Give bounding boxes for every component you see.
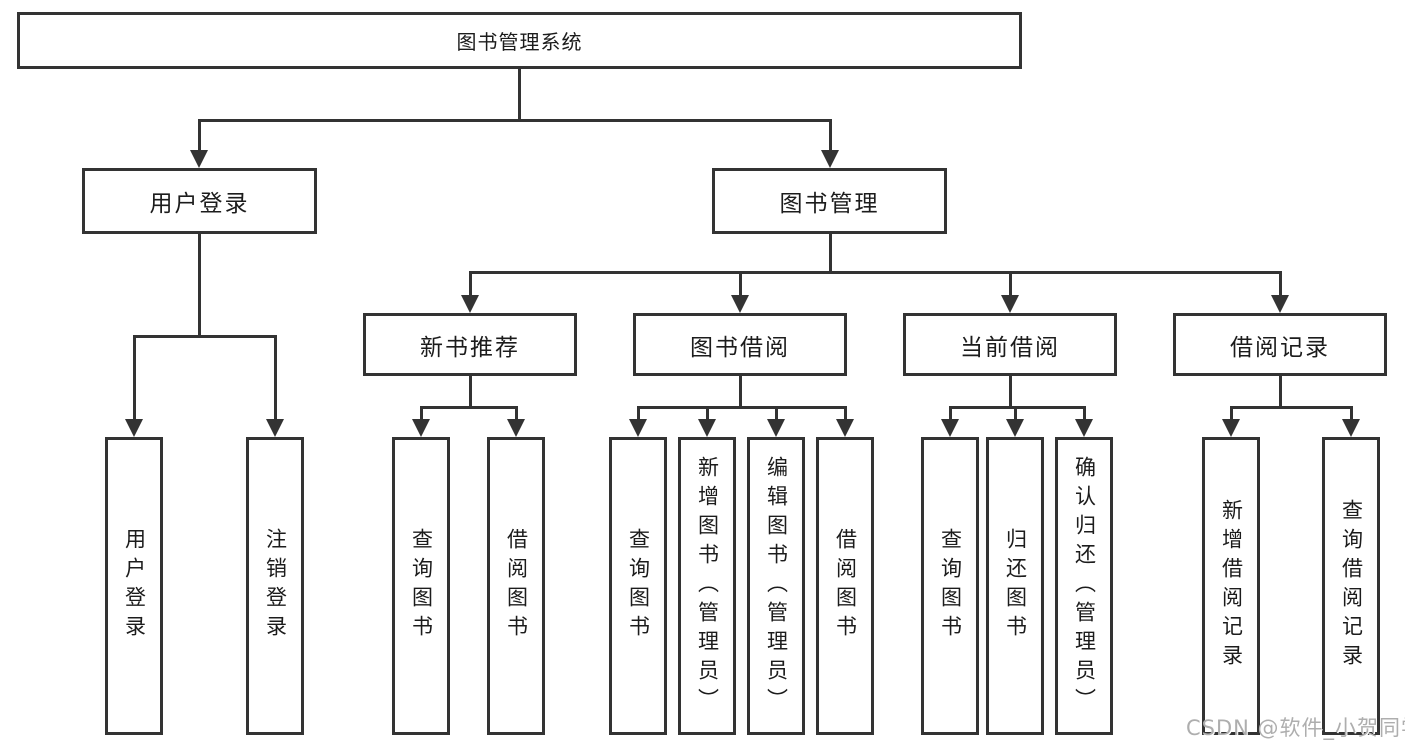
arrow-down-icon — [629, 419, 647, 437]
arrow-down-icon — [1006, 419, 1024, 437]
connector-drop-leaf — [949, 406, 952, 422]
arrow-down-icon — [731, 295, 749, 313]
connector-borrow-records-branch — [1230, 406, 1353, 409]
connector-drop-leaf — [706, 406, 709, 422]
leaf-current-query-books: 查询图书 — [921, 437, 979, 735]
leaf-recommend-borrow-books-label: 借阅图书 — [504, 528, 529, 644]
node-user-login-label: 用户登录 — [149, 191, 250, 217]
leaf-user-login: 用户登录 — [105, 437, 163, 735]
arrow-down-icon — [1075, 419, 1093, 437]
node-current-borrow: 当前借阅 — [903, 313, 1117, 376]
node-book-borrow-label: 图书借阅 — [690, 334, 790, 361]
connector-drop-row3 — [469, 271, 472, 298]
connector-user-login-branch — [133, 335, 277, 338]
connector-root-stem — [518, 69, 521, 121]
arrow-down-icon — [125, 419, 143, 437]
connector-drop-leaf — [775, 406, 778, 422]
arrow-down-icon — [941, 419, 959, 437]
connector-drop-leaf — [637, 406, 640, 422]
connector-drop-leaf — [515, 406, 518, 422]
node-book-management-label: 图书管理 — [779, 191, 880, 217]
node-user-login: 用户登录 — [82, 168, 317, 234]
leaf-borrow-query-books-label: 查询图书 — [626, 528, 651, 644]
leaf-logout: 注销登录 — [246, 437, 304, 735]
connector-drop-leaf — [274, 335, 277, 421]
connector-borrow-records-stem — [1279, 376, 1282, 409]
node-book-management: 图书管理 — [712, 168, 947, 234]
leaf-confirm-return-admin-label: 确认归还（管理员） — [1072, 455, 1097, 717]
leaf-recommend-borrow-books: 借阅图书 — [487, 437, 545, 735]
leaf-edit-books-admin: 编辑图书（管理员） — [747, 437, 805, 735]
arrow-down-icon — [698, 419, 716, 437]
connector-book-borrow-branch — [637, 406, 847, 409]
node-root: 图书管理系统 — [17, 12, 1022, 69]
connector-book-management-branch — [469, 271, 1282, 274]
leaf-borrow-query-books: 查询图书 — [609, 437, 667, 735]
connector-drop-book-management — [829, 119, 832, 153]
connector-drop-user-login — [198, 119, 201, 153]
arrow-down-icon — [1342, 419, 1360, 437]
connector-root-branch — [198, 119, 832, 122]
connector-drop-leaf — [1014, 406, 1017, 422]
connector-recommend-branch — [420, 406, 518, 409]
connector-drop-leaf — [1083, 406, 1086, 422]
leaf-confirm-return-admin: 确认归还（管理员） — [1055, 437, 1113, 735]
csdn-watermark: CSDN @软件_小贺同学 — [1186, 716, 1405, 740]
node-current-borrow-label: 当前借阅 — [960, 334, 1060, 361]
arrow-down-icon — [190, 150, 208, 168]
arrow-down-icon — [821, 150, 839, 168]
leaf-return-books: 归还图书 — [986, 437, 1044, 735]
leaf-borrow-books-label: 借阅图书 — [833, 528, 858, 644]
connector-drop-leaf — [1350, 406, 1353, 422]
connector-book-borrow-stem — [739, 376, 742, 409]
node-new-book-recommend-label: 新书推荐 — [420, 334, 520, 361]
connector-user-login-stem — [198, 234, 201, 338]
arrow-down-icon — [461, 295, 479, 313]
leaf-add-books-admin-label: 新增图书（管理员） — [695, 455, 720, 717]
connector-drop-row3 — [1009, 271, 1012, 298]
connector-drop-row3 — [739, 271, 742, 298]
connector-recommend-stem — [469, 376, 472, 409]
connector-drop-leaf — [133, 335, 136, 421]
leaf-return-books-label: 归还图书 — [1003, 528, 1028, 644]
connector-drop-leaf — [844, 406, 847, 422]
leaf-query-borrow-record-label: 查询借阅记录 — [1339, 499, 1364, 673]
leaf-current-query-books-label: 查询图书 — [938, 528, 963, 644]
arrow-down-icon — [507, 419, 525, 437]
arrow-down-icon — [767, 419, 785, 437]
leaf-recommend-query-books-label: 查询图书 — [409, 528, 434, 644]
leaf-add-borrow-record: 新增借阅记录 — [1202, 437, 1260, 735]
arrow-down-icon — [1222, 419, 1240, 437]
connector-current-borrow-stem — [1009, 376, 1012, 409]
leaf-borrow-books: 借阅图书 — [816, 437, 874, 735]
connector-drop-leaf — [420, 406, 423, 422]
connector-book-management-stem — [829, 234, 832, 274]
leaf-add-borrow-record-label: 新增借阅记录 — [1219, 499, 1244, 673]
node-borrow-records-label: 借阅记录 — [1230, 334, 1330, 361]
leaf-edit-books-admin-label: 编辑图书（管理员） — [764, 455, 789, 717]
arrow-down-icon — [412, 419, 430, 437]
leaf-recommend-query-books: 查询图书 — [392, 437, 450, 735]
arrow-down-icon — [1271, 295, 1289, 313]
node-book-borrow: 图书借阅 — [633, 313, 847, 376]
node-root-label: 图书管理系统 — [456, 30, 583, 54]
leaf-logout-label: 注销登录 — [263, 528, 288, 644]
arrow-down-icon — [266, 419, 284, 437]
leaf-query-borrow-record: 查询借阅记录 — [1322, 437, 1380, 735]
connector-drop-leaf — [1230, 406, 1233, 422]
node-borrow-records: 借阅记录 — [1173, 313, 1387, 376]
arrow-down-icon — [836, 419, 854, 437]
leaf-add-books-admin: 新增图书（管理员） — [678, 437, 736, 735]
node-new-book-recommend: 新书推荐 — [363, 313, 577, 376]
arrow-down-icon — [1001, 295, 1019, 313]
connector-drop-row3 — [1279, 271, 1282, 298]
leaf-user-login-label: 用户登录 — [122, 528, 147, 644]
connector-current-borrow-branch — [949, 406, 1086, 409]
